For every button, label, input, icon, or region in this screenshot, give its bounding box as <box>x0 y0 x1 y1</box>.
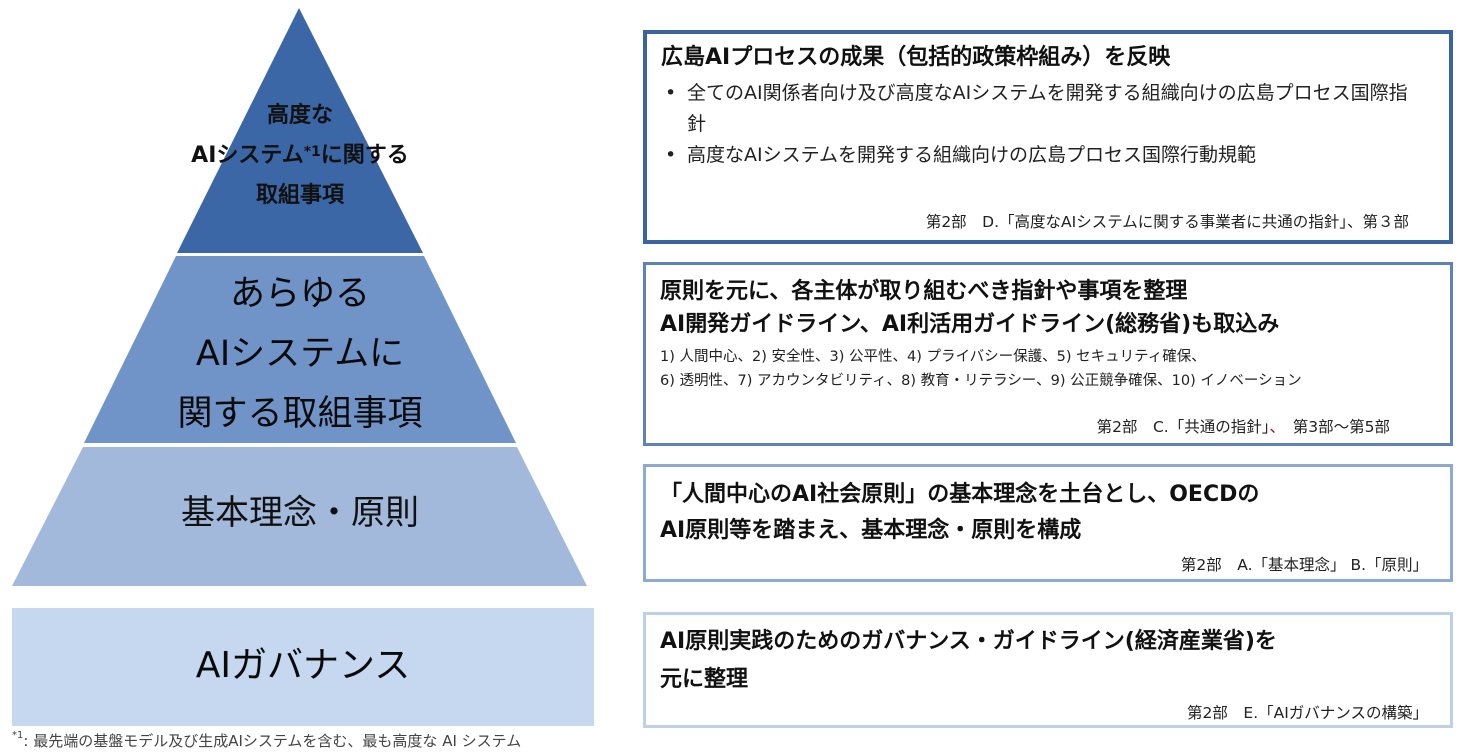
section-reference: 第2部 C.「共通の指針」、 第3部～第5部 <box>1097 415 1390 437</box>
pyramid-base-tier <box>12 447 587 586</box>
footnote-text: : 最先端の基盤モデル及び生成AIシステムを含む、最も高度な AI システム <box>23 732 522 750</box>
box-title-line1: 「人間中心のAI社会原則」の基本理念を土台とし、OECDの <box>660 482 1260 507</box>
section-reference: 第2部 A.「基本理念」 B.「原則」 <box>1180 556 1428 574</box>
top-tier-line2-suffix: に関する <box>320 143 409 168</box>
bullet-list: 全てのAI関係者向け及び高度なAIシステムを開発する組織向けの広島プロセス国際指… <box>661 78 1409 171</box>
middle-tier-label: あらゆる AIシステムに 関する取組事項 <box>110 264 490 444</box>
list-item: 高度なAIシステムを開発する組織向けの広島プロセス国際行動規範 <box>661 140 1409 171</box>
description-box-advanced-ai: 広島AIプロセスの成果（包括的政策枠組み）を反映 全てのAI関係者向け及び高度な… <box>643 30 1453 244</box>
middle-tier-line2: AIシステムに <box>195 334 405 374</box>
top-tier-line2-text: AIシステム <box>191 143 304 168</box>
base-tier-label: 基本理念・原則 <box>181 493 419 533</box>
box-title: 広島AIプロセスの成果（包括的政策枠組み）を反映 <box>661 45 1171 70</box>
top-tier-line3: 取組事項 <box>255 183 344 208</box>
ref-separator: 、 <box>1269 418 1278 436</box>
top-tier-line1: 高度な <box>266 103 333 128</box>
box-title-line2: AI開発ガイドライン、AI利活用ガイドライン(総務省)も取込み <box>660 312 1280 337</box>
pyramid-diagram <box>12 8 587 586</box>
middle-tier-line1: あらゆる <box>229 274 370 314</box>
description-box-all-ai: 原則を元に、各主体が取り組むべき指針や事項を整理 AI開発ガイドライン、AI利活… <box>643 262 1453 446</box>
footnote-mark: *1 <box>12 730 24 741</box>
box-title: AI原則実践のためのガバナンス・ガイドライン(経済産業省)を 元に整理 <box>660 623 1440 699</box>
top-tier-label: 高度な AIシステム*1に関する 取組事項 <box>150 96 450 216</box>
top-tier-line2: AIシステム*1に関する <box>150 136 450 176</box>
items-line2: 6) 透明性、7) アカウンタビリティ、8) 教育・リテラシー、9) 公正競争確… <box>660 373 1302 389</box>
section-reference: 第2部 E.「AIガバナンスの構築」 <box>1187 704 1428 722</box>
governance-tier-label: AIガバナンス <box>195 645 411 686</box>
governance-tier <box>12 608 594 726</box>
box-title-line2: AI原則等を踏まえ、基本理念・原則を構成 <box>660 518 1082 543</box>
pyramid-middle-tier <box>84 256 516 443</box>
box-title: 原則を元に、各主体が取り組むべき指針や事項を整理 AI開発ガイドライン、AI利活… <box>660 275 1440 341</box>
box-title-line1: AI原則実践のためのガバナンス・ガイドライン(経済産業省)を <box>660 629 1277 654</box>
items-line1: 1) 人間中心、2) 安全性、3) 公平性、4) プライバシー保護、5) セキュ… <box>660 349 1206 365</box>
middle-tier-line3: 関する取組事項 <box>177 394 423 434</box>
box-title-line2: 元に整理 <box>660 667 749 692</box>
description-box-principles: 「人間中心のAI社会原則」の基本理念を土台とし、OECDの AI原則等を踏まえ、… <box>643 464 1453 582</box>
footnote: *1: 最先端の基盤モデル及び生成AIシステムを含む、最も高度な AI システム <box>12 730 521 751</box>
pyramid-top-tier <box>177 8 423 253</box>
footnote-mark: *1 <box>303 144 321 160</box>
section-reference: 第2部 D.「高度なAIシステムに関する事業者に共通の指針」、第３部 <box>925 213 1409 231</box>
box-title-line1: 原則を元に、各主体が取り組むべき指針や事項を整理 <box>660 279 1188 304</box>
ref-part1: 第2部 C.「共通の指針」 <box>1096 418 1270 436</box>
list-item: 全てのAI関係者向け及び高度なAIシステムを開発する組織向けの広島プロセス国際指… <box>661 78 1409 140</box>
principle-items: 1) 人間中心、2) 安全性、3) 公平性、4) プライバシー保護、5) セキュ… <box>660 345 1440 393</box>
ref-part2: 第3部～第5部 <box>1277 418 1390 436</box>
box-title: 「人間中心のAI社会原則」の基本理念を土台とし、OECDの AI原則等を踏まえ、… <box>660 477 1440 549</box>
description-box-governance: AI原則実践のためのガバナンス・ガイドライン(経済産業省)を 元に整理 第2部 … <box>643 612 1453 728</box>
